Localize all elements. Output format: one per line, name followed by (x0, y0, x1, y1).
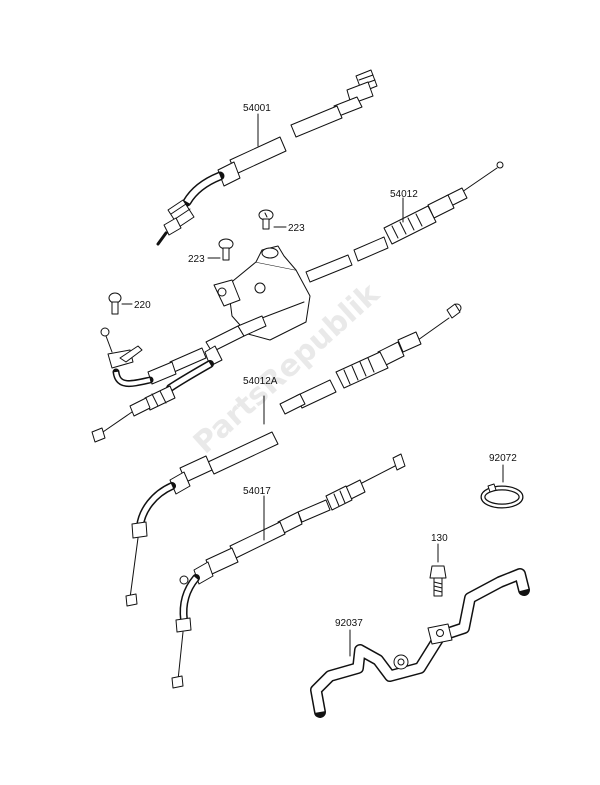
label-130: 130 (431, 533, 448, 544)
bracket-92037 (310, 568, 530, 718)
label-54001: 54001 (243, 103, 271, 114)
throttle-cable-left-branch (91, 315, 267, 443)
label-54012A: 54012A (243, 376, 278, 387)
label-54012: 54012 (390, 189, 418, 200)
cable-junction-box (213, 245, 311, 341)
label-223-upper: 223 (288, 223, 305, 234)
choke-cable-left-branch (100, 327, 207, 387)
bolt-130 (429, 565, 447, 597)
screw-223-lower: 223 (188, 238, 234, 265)
throttle-cable-right-branch (279, 303, 462, 415)
label-54017: 54017 (243, 486, 271, 497)
label-92037: 92037 (335, 618, 363, 629)
screw-220: 220 (108, 292, 151, 315)
label-220: 220 (134, 300, 151, 311)
screw-223-upper: 223 (258, 209, 305, 234)
clamp-92072 (480, 483, 524, 509)
label-223-lower: 223 (188, 254, 205, 265)
label-92072: 92072 (489, 453, 517, 464)
choke-cable-54017 (171, 453, 406, 689)
throttle-cable-54012 (305, 161, 504, 283)
throttle-cable-54012A (125, 431, 279, 607)
speedometer-cable-54001 (156, 69, 378, 246)
